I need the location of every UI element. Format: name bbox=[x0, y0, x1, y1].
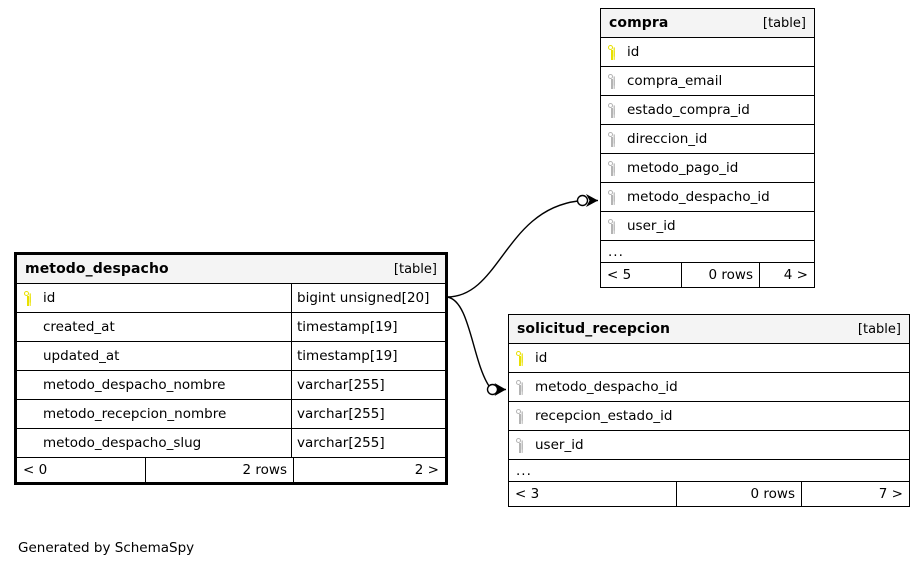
column-name: metodo_despacho_nombre bbox=[43, 377, 226, 393]
column-name: compra_email bbox=[627, 73, 723, 89]
table-kind-label: [table] bbox=[762, 15, 806, 31]
column-row[interactable]: user_id bbox=[509, 431, 909, 460]
column-left: metodo_despacho_nombre bbox=[17, 371, 291, 399]
column-row[interactable]: recepcion_estado_id bbox=[509, 402, 909, 431]
column-row[interactable]: metodo_despacho_id bbox=[509, 373, 909, 402]
column-row[interactable]: metodo_despacho_id bbox=[601, 183, 814, 212]
column-name: user_id bbox=[627, 218, 676, 234]
column-row[interactable]: user_id bbox=[601, 212, 814, 241]
column-name: estado_compra_id bbox=[627, 102, 750, 118]
column-type: varchar[255] bbox=[291, 371, 445, 399]
column-row[interactable]: id bbox=[509, 344, 909, 373]
key-icon-foreign bbox=[608, 131, 627, 148]
row-count: 2 rows bbox=[145, 458, 293, 482]
column-left: metodo_pago_id bbox=[601, 154, 814, 182]
column-left: id bbox=[601, 38, 814, 66]
key-icon-foreign bbox=[608, 73, 627, 90]
table-footer-solicitud-recepcion: < 3 0 rows 7 > bbox=[509, 482, 909, 506]
key-icon-foreign bbox=[608, 218, 627, 235]
column-name: updated_at bbox=[43, 348, 120, 364]
table-header-metodo-despacho[interactable]: metodo_despacho [table] bbox=[17, 255, 445, 284]
more-columns-indicator: ... bbox=[601, 241, 814, 263]
table-header-solicitud-recepcion[interactable]: solicitud_recepcion [table] bbox=[509, 315, 909, 344]
column-name: created_at bbox=[43, 319, 115, 335]
column-left: created_at bbox=[17, 313, 291, 341]
column-row[interactable]: metodo_recepcion_nombre varchar[255] bbox=[17, 400, 445, 429]
column-name: metodo_despacho_id bbox=[535, 379, 678, 395]
column-row[interactable]: metodo_despacho_nombre varchar[255] bbox=[17, 371, 445, 400]
table-header-compra[interactable]: compra [table] bbox=[601, 9, 814, 38]
column-type: timestamp[19] bbox=[291, 313, 445, 341]
column-row[interactable]: metodo_pago_id bbox=[601, 154, 814, 183]
table-kind-label: [table] bbox=[857, 321, 901, 337]
row-count: 0 rows bbox=[676, 482, 801, 506]
column-type: varchar[255] bbox=[291, 400, 445, 428]
generated-by-credit: Generated by SchemaSpy bbox=[18, 540, 195, 556]
column-name: user_id bbox=[535, 437, 584, 453]
column-left: estado_compra_id bbox=[601, 96, 814, 124]
column-type: bigint unsigned[20] bbox=[291, 284, 445, 312]
table-title: metodo_despacho bbox=[25, 261, 169, 277]
table-kind-label: [table] bbox=[393, 261, 437, 277]
key-icon-primary bbox=[608, 44, 627, 61]
column-name: metodo_pago_id bbox=[627, 160, 739, 176]
column-name: id bbox=[43, 290, 56, 306]
parent-count[interactable]: < 0 bbox=[23, 462, 48, 478]
column-left: id bbox=[17, 284, 291, 312]
key-icon-primary bbox=[516, 350, 535, 367]
row-count: 0 rows bbox=[681, 263, 759, 287]
column-name: id bbox=[627, 44, 640, 60]
column-left: updated_at bbox=[17, 342, 291, 370]
table-title: compra bbox=[609, 15, 669, 31]
column-left: metodo_despacho_id bbox=[601, 183, 814, 211]
relationship-metodo_despacho-solicitud_recepcion bbox=[446, 296, 506, 396]
column-row[interactable]: updated_at timestamp[19] bbox=[17, 342, 445, 371]
column-left: user_id bbox=[601, 212, 814, 240]
column-row[interactable]: id bbox=[601, 38, 814, 67]
key-icon-primary bbox=[24, 290, 43, 307]
column-row[interactable]: created_at timestamp[19] bbox=[17, 313, 445, 342]
column-left: id bbox=[509, 344, 909, 372]
column-name: metodo_recepcion_nombre bbox=[43, 406, 227, 422]
key-icon-foreign bbox=[516, 437, 535, 454]
column-name: id bbox=[535, 350, 548, 366]
child-count[interactable]: 7 > bbox=[801, 482, 909, 506]
child-count[interactable]: 2 > bbox=[293, 458, 445, 482]
column-row[interactable]: id bigint unsigned[20] bbox=[17, 284, 445, 313]
column-type: varchar[255] bbox=[291, 429, 445, 457]
column-row[interactable]: metodo_despacho_slug varchar[255] bbox=[17, 429, 445, 458]
column-row[interactable]: estado_compra_id bbox=[601, 96, 814, 125]
column-row[interactable]: compra_email bbox=[601, 67, 814, 96]
column-left: user_id bbox=[509, 431, 909, 459]
column-name: recepcion_estado_id bbox=[535, 408, 673, 424]
parent-count[interactable]: < 3 bbox=[515, 486, 540, 502]
parent-count[interactable]: < 5 bbox=[607, 267, 632, 283]
table-footer-compra: < 5 0 rows 4 > bbox=[601, 263, 814, 287]
key-icon-foreign bbox=[608, 189, 627, 206]
table-metodo-despacho[interactable]: metodo_despacho [table] id bigint unsign… bbox=[14, 252, 448, 485]
table-title: solicitud_recepcion bbox=[517, 321, 671, 337]
column-left: recepcion_estado_id bbox=[509, 402, 909, 430]
more-columns-indicator: ... bbox=[509, 460, 909, 482]
column-name: metodo_despacho_slug bbox=[43, 435, 202, 451]
column-left: direccion_id bbox=[601, 125, 814, 153]
column-left: metodo_recepcion_nombre bbox=[17, 400, 291, 428]
table-solicitud-recepcion[interactable]: solicitud_recepcion [table] id metodo_de… bbox=[508, 314, 910, 507]
relationship-metodo_despacho-compra bbox=[446, 194, 598, 298]
key-icon-foreign bbox=[516, 408, 535, 425]
column-name: metodo_despacho_id bbox=[627, 189, 770, 205]
column-left: metodo_despacho_id bbox=[509, 373, 909, 401]
column-type: timestamp[19] bbox=[291, 342, 445, 370]
child-count[interactable]: 4 > bbox=[759, 263, 814, 287]
key-icon-foreign bbox=[608, 102, 627, 119]
column-name: direccion_id bbox=[627, 131, 708, 147]
column-row[interactable]: direccion_id bbox=[601, 125, 814, 154]
table-footer-metodo-despacho: < 0 2 rows 2 > bbox=[17, 458, 445, 482]
key-icon-foreign bbox=[608, 160, 627, 177]
column-left: metodo_despacho_slug bbox=[17, 429, 291, 457]
column-left: compra_email bbox=[601, 67, 814, 95]
key-icon-foreign bbox=[516, 379, 535, 396]
table-compra[interactable]: compra [table] id compra_email estado_co… bbox=[600, 8, 815, 288]
